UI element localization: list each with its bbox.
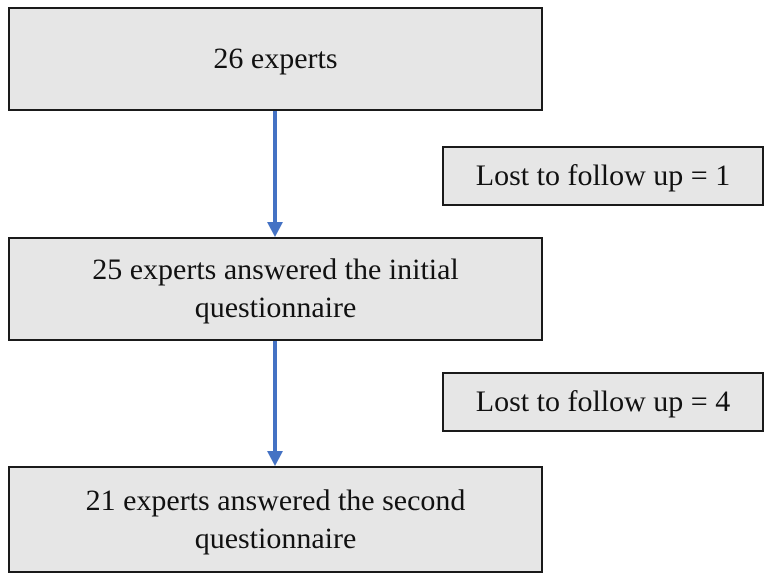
arrow-2-head <box>267 451 283 466</box>
step-label: 26 experts <box>213 42 338 75</box>
step-box-second-questionnaire: 21 experts answered the second questionn… <box>8 466 543 573</box>
arrow-1-head <box>267 222 283 237</box>
step-box-initial-questionnaire: 25 experts answered the initial question… <box>8 237 543 341</box>
arrow-1 <box>267 111 283 237</box>
exclusion-label: Lost to follow up = 1 <box>475 159 731 192</box>
arrow-2 <box>267 341 283 466</box>
exclusion-label: Lost to follow up = 4 <box>475 385 731 418</box>
step-box-26-experts: 26 experts <box>8 7 543 111</box>
step-label: 21 experts answered the second questionn… <box>85 483 466 555</box>
exclusion-box-1: Lost to follow up = 1 <box>442 146 764 206</box>
exclusion-box-2: Lost to follow up = 4 <box>442 372 764 432</box>
step-label: 25 experts answered the initial question… <box>92 253 459 324</box>
